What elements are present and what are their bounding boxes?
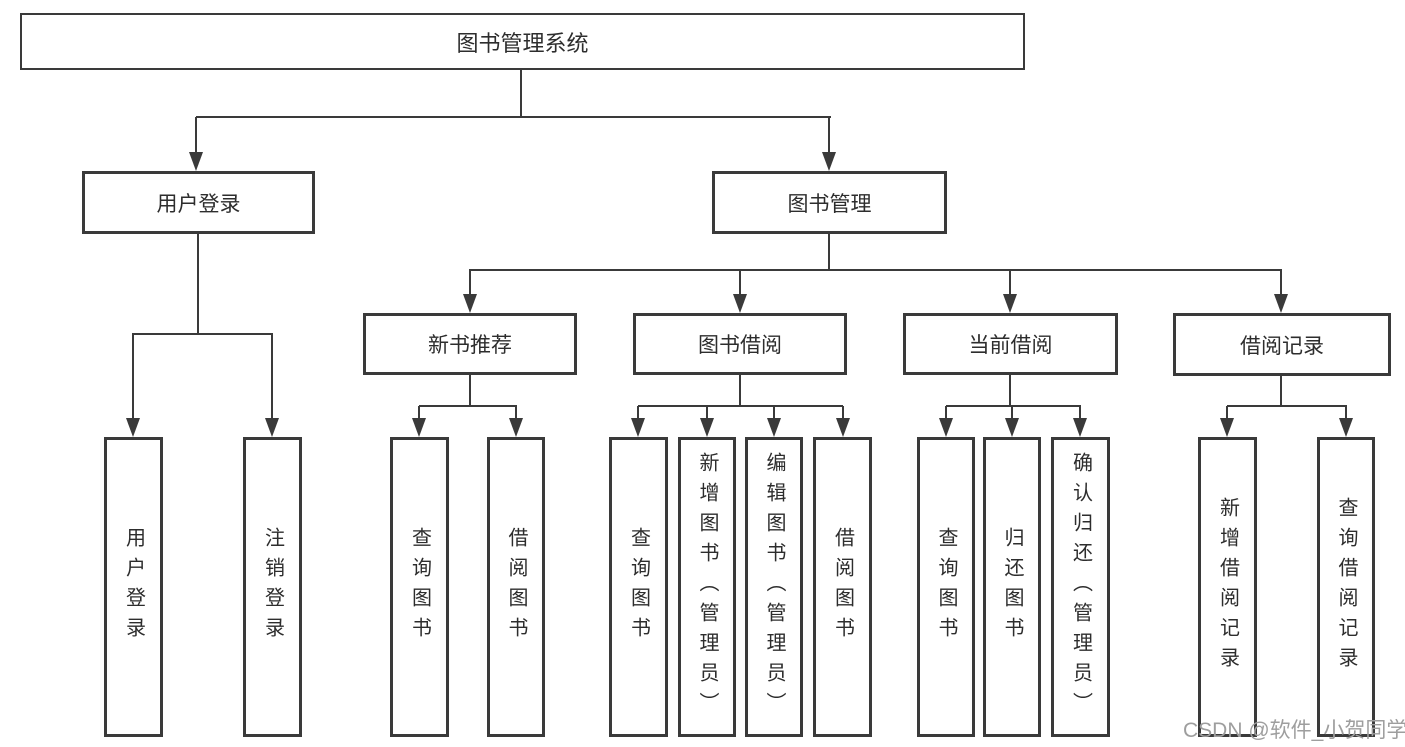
arrow-down-icon — [1339, 418, 1353, 437]
edge-drop — [945, 406, 947, 419]
arrow-down-icon — [509, 418, 523, 437]
leaf-add-books-admin: 新增图书（管理员） — [678, 437, 736, 737]
arrow-down-icon — [631, 418, 645, 437]
edge-drop — [1280, 270, 1282, 295]
arrow-down-icon — [126, 418, 140, 437]
arrow-down-icon — [412, 418, 426, 437]
leaf-label: 新增借阅记录 — [1216, 497, 1239, 677]
leaf-user-login: 用户登录 — [104, 437, 163, 737]
arrow-down-icon — [1003, 294, 1017, 313]
edge-current-hline — [946, 405, 1081, 407]
leaf-label: 编辑图书（管理员） — [763, 452, 785, 722]
edge-newbook-hline — [419, 405, 517, 407]
node-borrowing-records: 借阅记录 — [1173, 313, 1391, 376]
edge-drop — [842, 406, 844, 419]
edge-drop — [739, 270, 741, 295]
edge-drop — [637, 406, 639, 419]
arrow-down-icon — [1220, 418, 1234, 437]
node-user-login: 用户登录 — [82, 171, 315, 234]
edge-drop — [132, 334, 134, 419]
edge-drop-user-login — [195, 117, 197, 153]
leaf-return-books: 归还图书 — [983, 437, 1041, 737]
node-root-system: 图书管理系统 — [20, 13, 1025, 70]
arrow-down-icon — [939, 418, 953, 437]
leaf-label: 查询图书 — [408, 527, 431, 647]
arrow-down-icon — [1005, 418, 1019, 437]
leaf-label: 确认归还（管理员） — [1069, 452, 1092, 722]
leaf-label: 查询图书 — [935, 527, 957, 647]
leaf-add-borrow-record: 新增借阅记录 — [1198, 437, 1257, 737]
edge-drop — [773, 406, 775, 419]
node-book-borrowing: 图书借阅 — [633, 313, 847, 375]
edge-drop — [271, 334, 273, 419]
node-new-book-recommend: 新书推荐 — [363, 313, 577, 375]
leaf-borrow-books-newbook: 借阅图书 — [487, 437, 545, 737]
edge-drop — [418, 406, 420, 419]
leaf-borrow-books: 借阅图书 — [813, 437, 872, 737]
edge-drop — [1011, 406, 1013, 419]
edge-level2-hline — [196, 116, 831, 118]
leaf-query-books-newbook: 查询图书 — [390, 437, 449, 737]
edge-root-stem — [520, 70, 522, 117]
arrow-down-icon — [189, 152, 203, 171]
arrow-down-icon — [463, 294, 477, 313]
leaf-query-books-borrow: 查询图书 — [609, 437, 668, 737]
edge-user-hline — [132, 333, 273, 335]
leaf-label: 查询图书 — [627, 527, 650, 647]
csdn-watermark: CSDN @软件_小贺同学 — [1183, 719, 1405, 742]
edge-current-stem — [1009, 375, 1011, 406]
edge-records-stem — [1280, 375, 1282, 406]
edge-drop-book-mgmt — [828, 117, 830, 153]
edge-user-stem — [197, 234, 199, 334]
arrow-down-icon — [1274, 294, 1288, 313]
node-current-borrowing: 当前借阅 — [903, 313, 1118, 375]
arrow-down-icon — [836, 418, 850, 437]
edge-drop — [1226, 406, 1228, 419]
edge-level3-hline — [469, 269, 1282, 271]
leaf-query-books-current: 查询图书 — [917, 437, 975, 737]
leaf-label: 借阅图书 — [505, 527, 527, 647]
edge-drop — [1009, 270, 1011, 295]
arrow-down-icon — [265, 418, 279, 437]
edge-drop — [469, 270, 471, 295]
leaf-label: 归还图书 — [1001, 527, 1023, 647]
arrow-down-icon — [733, 294, 747, 313]
arrow-down-icon — [700, 418, 714, 437]
edge-drop — [1079, 406, 1081, 419]
leaf-confirm-return-admin: 确认归还（管理员） — [1051, 437, 1110, 737]
edge-borrow-stem — [739, 375, 741, 406]
edge-mgmt-stem — [828, 234, 830, 270]
arrow-down-icon — [1073, 418, 1087, 437]
edge-drop — [706, 406, 708, 419]
node-book-management: 图书管理 — [712, 171, 947, 234]
edge-records-hline — [1227, 405, 1347, 407]
edge-drop — [515, 406, 517, 419]
leaf-label: 查询借阅记录 — [1335, 497, 1357, 677]
leaf-edit-books-admin: 编辑图书（管理员） — [745, 437, 803, 737]
arrow-down-icon — [822, 152, 836, 171]
edge-newbook-stem — [469, 375, 471, 406]
leaf-label: 用户登录 — [122, 527, 145, 647]
leaf-label: 借阅图书 — [831, 527, 854, 647]
leaf-label: 新增图书（管理员） — [696, 452, 718, 722]
leaf-label: 注销登录 — [261, 527, 284, 647]
edge-borrow-hline — [638, 405, 843, 407]
leaf-query-borrow-record: 查询借阅记录 — [1317, 437, 1375, 737]
edge-drop — [1345, 406, 1347, 419]
arrow-down-icon — [767, 418, 781, 437]
leaf-logout: 注销登录 — [243, 437, 302, 737]
